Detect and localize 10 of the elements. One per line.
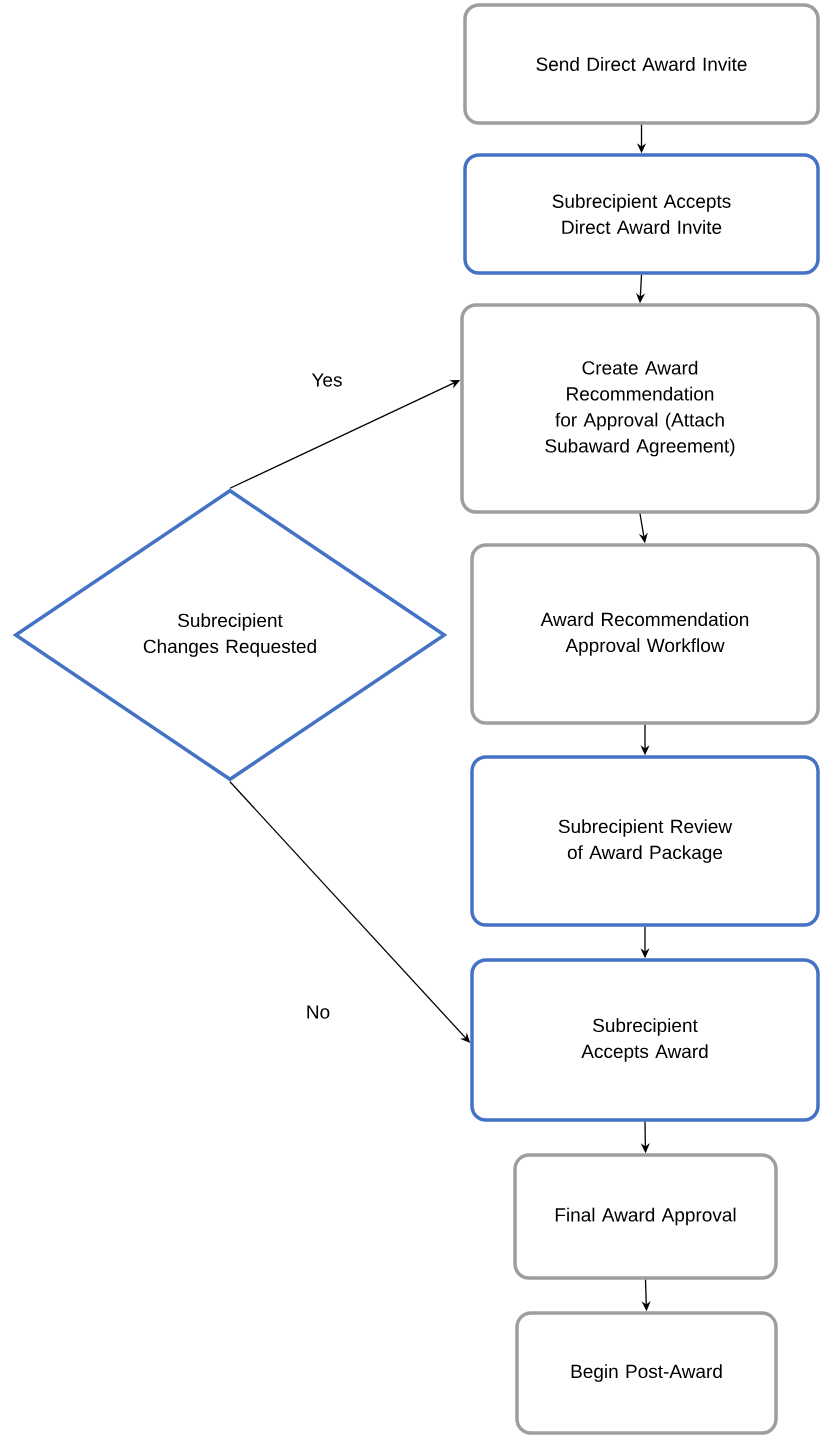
process-box: Subrecipient Accepts Award <box>470 958 820 1122</box>
process-box: Send Direct Award Invite <box>463 3 820 125</box>
process-box: Subrecipient Accepts Direct Award Invite <box>463 153 820 275</box>
process-box: Award Recommendation Approval Workflow <box>470 543 820 725</box>
process-box: Final Award Approval <box>513 1153 778 1280</box>
process-box: Create Award Recommendation for Approval (Attach Subaward Agreement) <box>460 303 820 514</box>
process-box: Subrecipient Review of Award Package <box>470 755 820 927</box>
process-box: Begin Post-Award <box>515 1311 778 1435</box>
edge-label: Yes <box>309 371 345 389</box>
edge-label: No <box>303 1003 333 1021</box>
